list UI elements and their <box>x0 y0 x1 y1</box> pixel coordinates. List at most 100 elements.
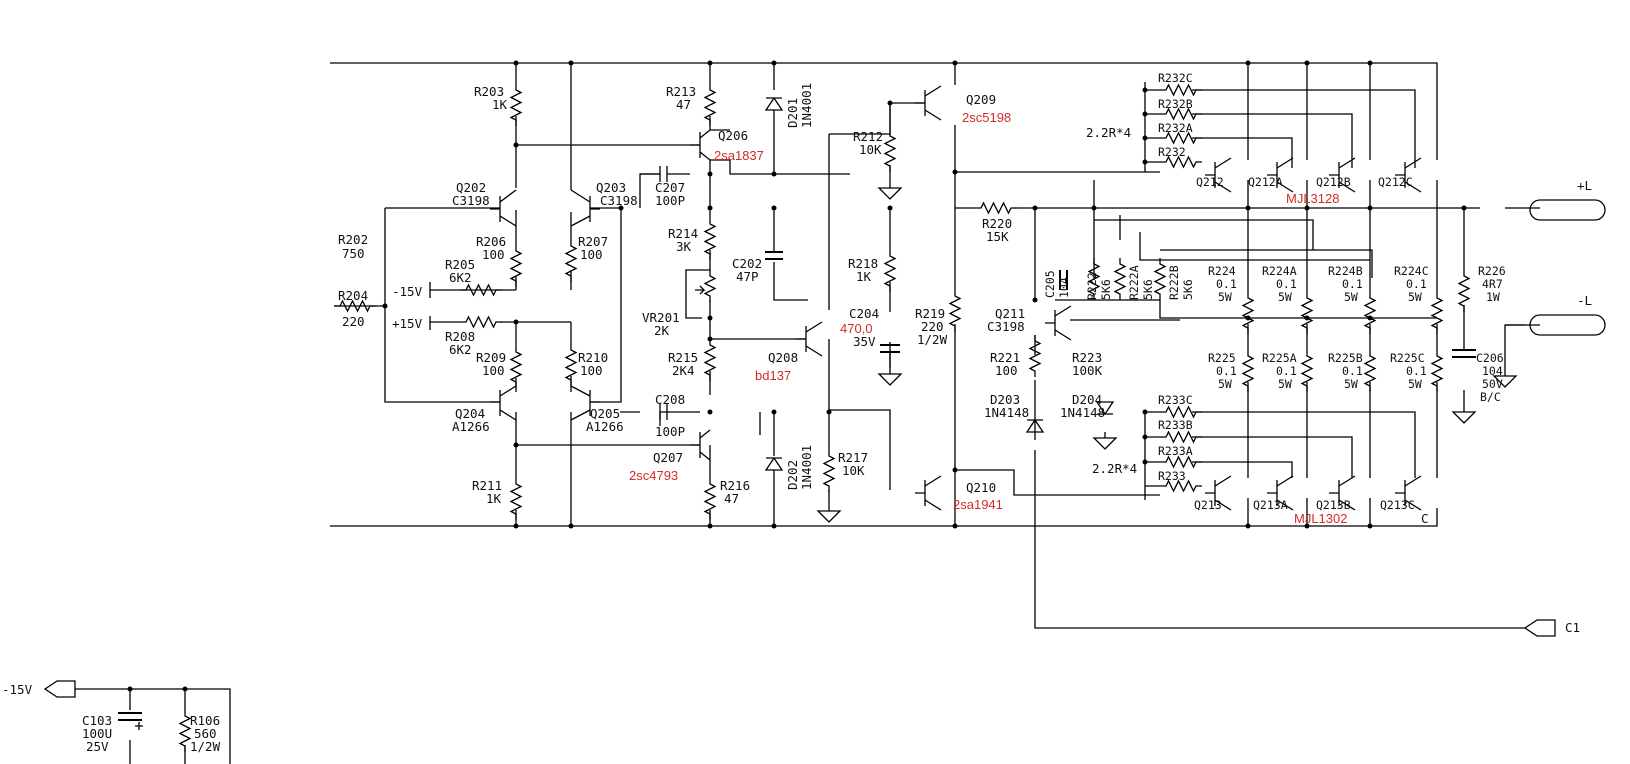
label-r225c: R225C <box>1390 351 1425 365</box>
value-c204: 470,0 <box>840 321 873 336</box>
label-r203: R203 <box>474 84 504 99</box>
label-q207: Q207 <box>653 450 683 465</box>
label-r233: R233 <box>1158 469 1186 483</box>
value-r202: 750 <box>342 246 365 261</box>
label-q213c: Q213C <box>1380 498 1415 512</box>
value-r222a: 5K6 <box>1141 279 1155 300</box>
watt-r225a: 5W <box>1278 377 1292 391</box>
type-c206: B/C <box>1480 390 1501 404</box>
label-r232: R232 <box>1158 145 1186 159</box>
value-r213: 47 <box>676 97 691 112</box>
part-q211: C3198 <box>987 319 1025 334</box>
label-c204: C204 <box>849 306 879 321</box>
label-r223: R223 <box>1072 350 1102 365</box>
label-r106: R106 <box>190 713 220 728</box>
label-r225a: R225A <box>1262 351 1297 365</box>
label-r204: R204 <box>338 288 368 303</box>
label-q213: Q213 <box>1194 498 1222 512</box>
label-r233a: R233A <box>1158 444 1193 458</box>
value-vr201: 2K <box>654 323 670 338</box>
watt-r219: 1/2W <box>917 332 948 347</box>
watt-r224b: 5W <box>1344 290 1358 304</box>
label-q205: Q205 <box>590 406 620 421</box>
labels: +L -L C1 -15V R202 750 R204 220 -15V +15… <box>2 71 1592 754</box>
label-r211: R211 <box>472 478 502 493</box>
connector-label-pos: +L <box>1577 178 1592 193</box>
label-r232b: R232B <box>1158 97 1193 111</box>
value-r219: 220 <box>921 319 944 334</box>
label-q212: Q212 <box>1196 175 1224 189</box>
label-r232c: R232C <box>1158 71 1193 85</box>
value-r203: 1K <box>492 97 508 112</box>
label-vr201: VR201 <box>642 310 680 325</box>
label-q210: Q210 <box>966 480 996 495</box>
part-q203: C3198 <box>600 193 638 208</box>
value-r222b: 5K6 <box>1181 279 1195 300</box>
value-r215: 2K4 <box>672 363 695 378</box>
value-r211: 1K <box>486 491 502 506</box>
label-r215: R215 <box>668 350 698 365</box>
value-r224b: 0.1 <box>1342 277 1363 291</box>
label-r225b: R225B <box>1328 351 1363 365</box>
value-r217: 10K <box>842 463 865 478</box>
label-c208: C208 <box>655 392 685 407</box>
label-r220: R220 <box>982 216 1012 231</box>
label-r225: R225 <box>1208 351 1236 365</box>
wiring <box>75 62 1540 764</box>
part-d201: 1N4001 <box>799 83 814 128</box>
value-r205: 6K2 <box>449 270 472 285</box>
value-r225c: 0.1 <box>1406 364 1427 378</box>
watt-r225: 5W <box>1218 377 1232 391</box>
part-bottom-outputs: MJL1302 <box>1294 511 1347 526</box>
value-r212: 10K <box>859 142 882 157</box>
label-q203: Q203 <box>596 180 626 195</box>
base-res-label-top: 2.2R*4 <box>1086 125 1131 140</box>
part-q205: A1266 <box>586 419 624 434</box>
part-q207: 2sc4793 <box>629 468 678 483</box>
label-c207: C207 <box>655 180 685 195</box>
part-q206: 2sa1837 <box>714 148 764 163</box>
label-c103: C103 <box>82 713 112 728</box>
label-q212b: Q212B <box>1316 175 1351 189</box>
label-r206: R206 <box>476 234 506 249</box>
value-r224: 0.1 <box>1216 277 1237 291</box>
value-r206: 100 <box>482 247 505 262</box>
label-r224b: R224B <box>1328 264 1363 278</box>
label-r219: R219 <box>915 306 945 321</box>
label-q212c: Q212C <box>1378 175 1413 189</box>
value-r225a: 0.1 <box>1276 364 1297 378</box>
part-q209: 2sc5198 <box>962 110 1011 125</box>
value-r216: 47 <box>724 491 739 506</box>
connector-label-neg: -L <box>1577 293 1592 308</box>
part-q210: 2sa1941 <box>953 497 1003 512</box>
value-c205: 104 <box>1057 277 1071 298</box>
label-neg15: -15V <box>392 284 423 299</box>
part-q208: bd137 <box>755 368 791 383</box>
value-r106: 560 <box>194 726 217 741</box>
label-r202: R202 <box>338 232 368 247</box>
label-q213b: Q213B <box>1316 498 1351 512</box>
part-d202: 1N4001 <box>799 445 814 490</box>
label-q208: Q208 <box>768 350 798 365</box>
label-c205: C205 <box>1043 270 1057 298</box>
label-r222b: R222B <box>1167 265 1181 300</box>
value-r209: 100 <box>482 363 505 378</box>
watt-r224c: 5W <box>1408 290 1422 304</box>
value-r225: 0.1 <box>1216 364 1237 378</box>
label-q204: Q204 <box>455 406 485 421</box>
label-q211: Q211 <box>995 306 1025 321</box>
watt-r225b: 5W <box>1344 377 1358 391</box>
value-r214: 3K <box>676 239 692 254</box>
label-q206: Q206 <box>718 128 748 143</box>
volt-c206: 50V <box>1482 377 1503 391</box>
junction-dots <box>127 60 1467 692</box>
label-r224c: R224C <box>1394 264 1429 278</box>
watt-r226: 1W <box>1486 290 1500 304</box>
label-q209: Q209 <box>966 92 996 107</box>
value-r210: 100 <box>580 363 603 378</box>
label-d203: D203 <box>990 392 1020 407</box>
label-pos15: +15V <box>392 316 423 331</box>
part-d203: 1N4148 <box>984 405 1029 420</box>
label-r218: R218 <box>848 256 878 271</box>
